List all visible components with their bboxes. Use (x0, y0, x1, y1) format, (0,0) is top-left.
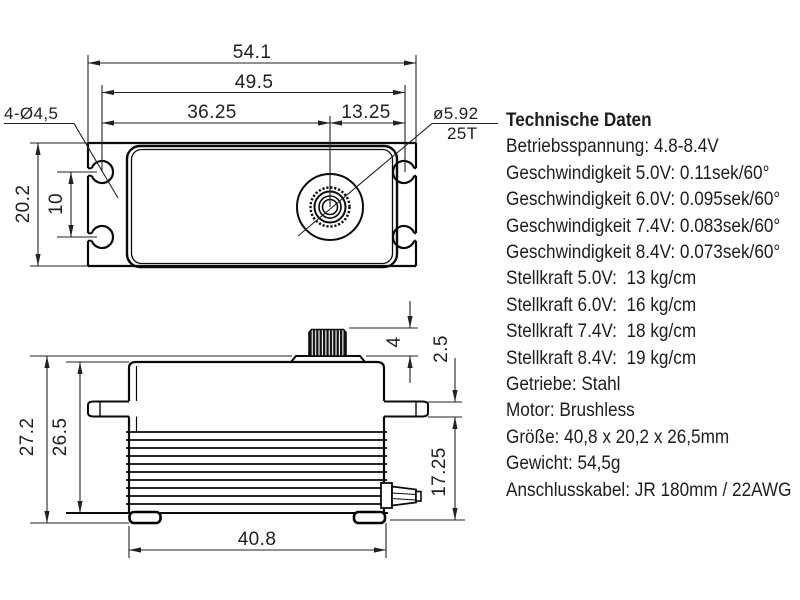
output-shaft-side (308, 328, 347, 357)
side-view: 27.2 26.5 4 2.5 17.25 40.8 (17, 301, 465, 558)
dim-case-height: 26.5 (50, 418, 71, 457)
spec-motor: Motor: Brushless (506, 399, 635, 422)
dim-body-below-flange: 17.25 (429, 447, 450, 497)
dim-flange-thickness: 2.5 (431, 335, 452, 363)
top-view: 54.1 49.5 36.25 13.25 20.2 10 4-Ø4,5 ø5.… (4, 42, 498, 269)
right-mount-tab (384, 400, 429, 418)
dim-body-length: 40.8 (238, 529, 277, 550)
dim-hole-pair-span: 10 (46, 193, 67, 215)
dim-overall-height: 27.2 (17, 418, 38, 457)
spec-operating-voltage: Betriebsspannung: 4.8-8.4V (506, 135, 719, 158)
cable-connector (380, 482, 422, 509)
spec-size: Größe: 40,8 x 20,2 x 26,5mm (506, 425, 730, 448)
spec-torque-6v: Stellkraft 6.0V: 16 kg/cm (506, 293, 697, 316)
top-view-dimensions: 54.1 49.5 36.25 13.25 20.2 10 4-Ø4,5 ø5.… (4, 42, 498, 267)
tech-specs-title: Technische Daten (506, 109, 652, 131)
dim-overall-depth: 20.2 (13, 185, 34, 224)
side-view-outline (30, 328, 429, 513)
spec-torque-8v: Stellkraft 8.4V: 19 kg/cm (506, 346, 697, 369)
spec-speed-8v: Geschwindigkeit 8.4V: 0.073sek/60° (506, 241, 781, 264)
spec-speed-6v: Geschwindigkeit 6.0V: 0.095sek/60° (506, 188, 781, 211)
top-view-body (125, 144, 399, 269)
mount-hole-cutouts (88, 159, 416, 250)
spec-speed-5v: Geschwindigkeit 5.0V: 0.11sek/60° (506, 161, 770, 184)
dim-hole-span-width: 49.5 (235, 72, 274, 93)
side-view-dimensions: 27.2 26.5 4 2.5 17.25 40.8 (17, 301, 465, 558)
cooling-fins (126, 431, 387, 505)
dim-shaft-height: 4 (384, 336, 405, 347)
right-foot (352, 510, 387, 525)
spec-torque-7v: Stellkraft 7.4V: 18 kg/cm (506, 320, 697, 343)
spec-torque-5v: Stellkraft 5.0V: 13 kg/cm (506, 267, 697, 290)
shaft-leader (297, 122, 498, 237)
spec-weight: Gewicht: 54,5g (506, 452, 621, 475)
label-shaft-diameter: ø5.92 (433, 104, 478, 123)
spec-speed-7v: Geschwindigkeit 7.4V: 0.083sek/60° (506, 214, 781, 237)
mount-holes-leader (4, 122, 119, 199)
spec-gear: Getriebe: Stahl (506, 373, 621, 396)
label-mount-holes: 4-Ø4,5 (4, 104, 58, 123)
left-mount-tab (87, 400, 129, 418)
side-view-bottom (30, 510, 388, 525)
tech-specs-panel: Technische Daten Betriebsspannung: 4.8-8… (506, 107, 800, 503)
top-view-flange (86, 141, 418, 268)
dim-left-hole-to-shaft: 36.25 (187, 102, 237, 123)
left-foot (128, 510, 162, 525)
dim-shaft-to-right-hole: 13.25 (341, 102, 391, 123)
spec-cable: Anschlusskabel: JR 180mm / 22AWG (506, 478, 792, 501)
dim-overall-width: 54.1 (233, 42, 272, 63)
label-spline-teeth: 25T (447, 124, 478, 143)
